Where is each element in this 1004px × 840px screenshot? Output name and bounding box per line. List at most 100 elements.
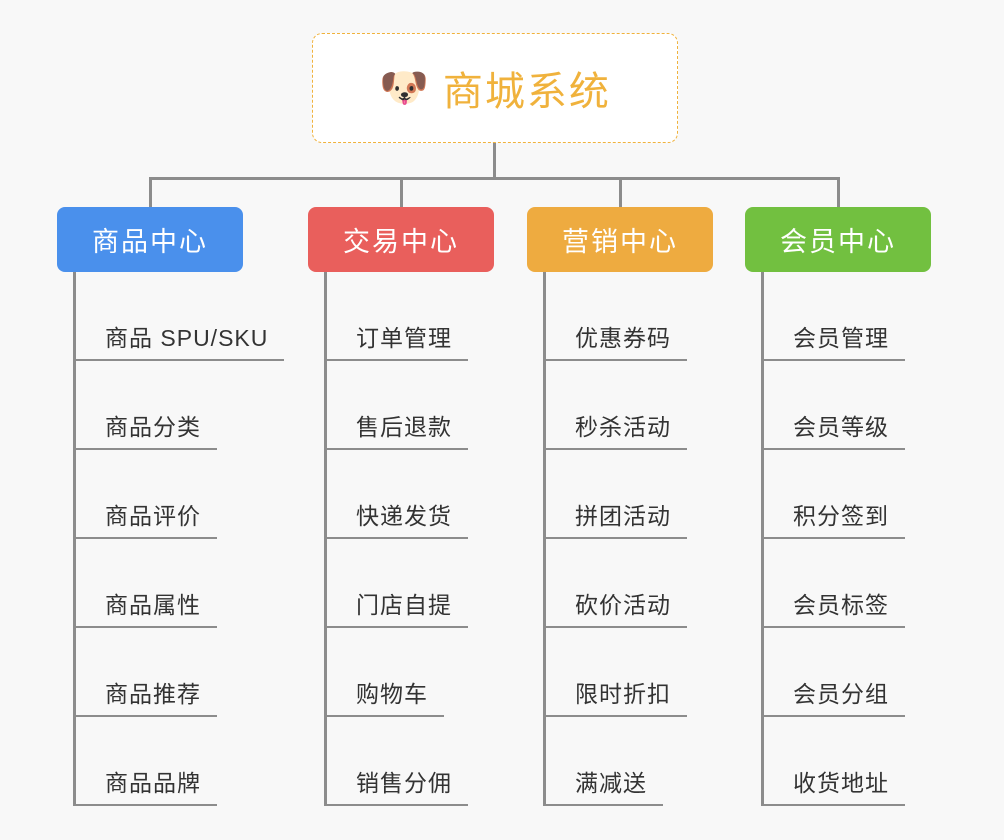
leaf-underline: 门店自提 <box>324 586 468 628</box>
category-label: 营销中心 <box>562 227 678 257</box>
leaf-item[interactable]: 会员分组 <box>745 628 931 717</box>
leaf-label: 满减送 <box>575 770 647 796</box>
leaf-item[interactable]: 会员管理 <box>745 272 931 361</box>
leaf-item[interactable]: 快递发货 <box>308 450 494 539</box>
leaf-label: 商品 SPU/SKU <box>105 325 269 351</box>
leaf-underline: 订单管理 <box>324 319 468 361</box>
leaf-underline: 拼团活动 <box>543 497 687 539</box>
leaf-label: 拼团活动 <box>575 503 671 529</box>
leaf-underline: 购物车 <box>324 675 444 717</box>
column-product-center: 商品中心商品 SPU/SKU 商品分类商品评价商品属性商品推荐商品品牌 <box>57 207 285 806</box>
connector-spine-trade-center <box>324 272 327 806</box>
leaf-item[interactable]: 商品属性 <box>57 539 243 628</box>
leaf-list-member-center: 会员管理会员等级积分签到会员标签会员分组收货地址 <box>745 272 931 806</box>
leaf-label: 积分签到 <box>793 503 889 529</box>
leaf-underline: 会员标签 <box>761 586 905 628</box>
leaf-label: 购物车 <box>356 681 428 707</box>
leaf-item[interactable]: 门店自提 <box>308 539 494 628</box>
root-node[interactable]: 🐶 商城系统 <box>312 33 678 143</box>
connector-horizontal-bus <box>149 177 840 180</box>
leaf-label: 商品品牌 <box>105 770 201 796</box>
leaf-list-product-center: 商品 SPU/SKU 商品分类商品评价商品属性商品推荐商品品牌 <box>57 272 285 806</box>
leaf-label: 商品属性 <box>105 592 201 618</box>
leaf-underline: 砍价活动 <box>543 586 687 628</box>
leaf-item[interactable]: 积分签到 <box>745 450 931 539</box>
column-member-center: 会员中心会员管理会员等级积分签到会员标签会员分组收货地址 <box>745 207 931 806</box>
leaf-underline: 优惠券码 <box>543 319 687 361</box>
category-trade-center[interactable]: 交易中心 <box>308 207 494 272</box>
leaf-label: 优惠券码 <box>575 325 671 351</box>
leaf-item[interactable]: 商品分类 <box>57 361 243 450</box>
leaf-underline: 商品分类 <box>73 408 217 450</box>
connector-spine-member-center <box>761 272 764 806</box>
leaf-underline: 商品属性 <box>73 586 217 628</box>
leaf-item[interactable]: 会员等级 <box>745 361 931 450</box>
category-member-center[interactable]: 会员中心 <box>745 207 931 272</box>
category-label: 交易中心 <box>343 227 459 257</box>
leaf-item[interactable]: 收货地址 <box>745 717 931 806</box>
leaf-item[interactable]: 商品 SPU/SKU <box>57 272 285 361</box>
column-marketing-center: 营销中心优惠券码秒杀活动拼团活动砍价活动限时折扣满减送 <box>527 207 713 806</box>
leaf-underline: 销售分佣 <box>324 764 468 806</box>
category-marketing-center[interactable]: 营销中心 <box>527 207 713 272</box>
leaf-item[interactable]: 会员标签 <box>745 539 931 628</box>
leaf-underline: 收货地址 <box>761 764 905 806</box>
root-title: 商城系统 <box>442 70 611 114</box>
leaf-item[interactable]: 商品评价 <box>57 450 243 539</box>
leaf-item[interactable]: 满减送 <box>527 717 713 806</box>
leaf-label: 售后退款 <box>356 414 452 440</box>
leaf-underline: 快递发货 <box>324 497 468 539</box>
leaf-item[interactable]: 优惠券码 <box>527 272 713 361</box>
leaf-item[interactable]: 砍价活动 <box>527 539 713 628</box>
category-label: 会员中心 <box>780 227 896 257</box>
leaf-item[interactable]: 销售分佣 <box>308 717 494 806</box>
leaf-underline: 售后退款 <box>324 408 468 450</box>
connector-drop-member-center <box>837 177 840 207</box>
leaf-label: 快递发货 <box>356 503 452 529</box>
leaf-list-trade-center: 订单管理售后退款快递发货门店自提购物车销售分佣 <box>308 272 494 806</box>
leaf-item[interactable]: 限时折扣 <box>527 628 713 717</box>
leaf-label: 门店自提 <box>356 592 452 618</box>
leaf-item[interactable]: 拼团活动 <box>527 450 713 539</box>
leaf-label: 收货地址 <box>793 770 889 796</box>
leaf-label: 砍价活动 <box>575 592 671 618</box>
leaf-item[interactable]: 购物车 <box>308 628 494 717</box>
leaf-item[interactable]: 订单管理 <box>308 272 494 361</box>
leaf-list-marketing-center: 优惠券码秒杀活动拼团活动砍价活动限时折扣满减送 <box>527 272 713 806</box>
connector-drop-product-center <box>149 177 152 207</box>
dog-face-icon: 🐶 <box>379 66 429 110</box>
leaf-underline: 会员分组 <box>761 675 905 717</box>
leaf-label: 会员等级 <box>793 414 889 440</box>
leaf-item[interactable]: 商品品牌 <box>57 717 243 806</box>
leaf-item[interactable]: 售后退款 <box>308 361 494 450</box>
connector-drop-marketing-center <box>619 177 622 207</box>
leaf-underline: 秒杀活动 <box>543 408 687 450</box>
category-product-center[interactable]: 商品中心 <box>57 207 243 272</box>
category-label: 商品中心 <box>92 227 208 257</box>
leaf-underline: 商品 SPU/SKU <box>73 319 285 361</box>
leaf-label: 限时折扣 <box>575 681 671 707</box>
leaf-underline: 商品推荐 <box>73 675 217 717</box>
leaf-item[interactable]: 秒杀活动 <box>527 361 713 450</box>
leaf-label: 商品推荐 <box>105 681 201 707</box>
leaf-label: 会员管理 <box>793 325 889 351</box>
column-trade-center: 交易中心订单管理售后退款快递发货门店自提购物车销售分佣 <box>308 207 494 806</box>
leaf-underline: 会员管理 <box>761 319 905 361</box>
leaf-label: 会员标签 <box>793 592 889 618</box>
connector-spine-product-center <box>73 272 76 806</box>
leaf-item[interactable]: 商品推荐 <box>57 628 243 717</box>
connector-drop-trade-center <box>400 177 403 207</box>
connector-spine-marketing-center <box>543 272 546 806</box>
leaf-underline: 商品品牌 <box>73 764 217 806</box>
leaf-underline: 积分签到 <box>761 497 905 539</box>
leaf-underline: 会员等级 <box>761 408 905 450</box>
leaf-underline: 商品评价 <box>73 497 217 539</box>
leaf-label: 销售分佣 <box>356 770 452 796</box>
leaf-label: 会员分组 <box>793 681 889 707</box>
leaf-underline: 限时折扣 <box>543 675 687 717</box>
leaf-label: 订单管理 <box>356 325 452 351</box>
connector-root-stem <box>493 143 496 179</box>
leaf-label: 商品评价 <box>105 503 201 529</box>
leaf-label: 秒杀活动 <box>575 414 671 440</box>
